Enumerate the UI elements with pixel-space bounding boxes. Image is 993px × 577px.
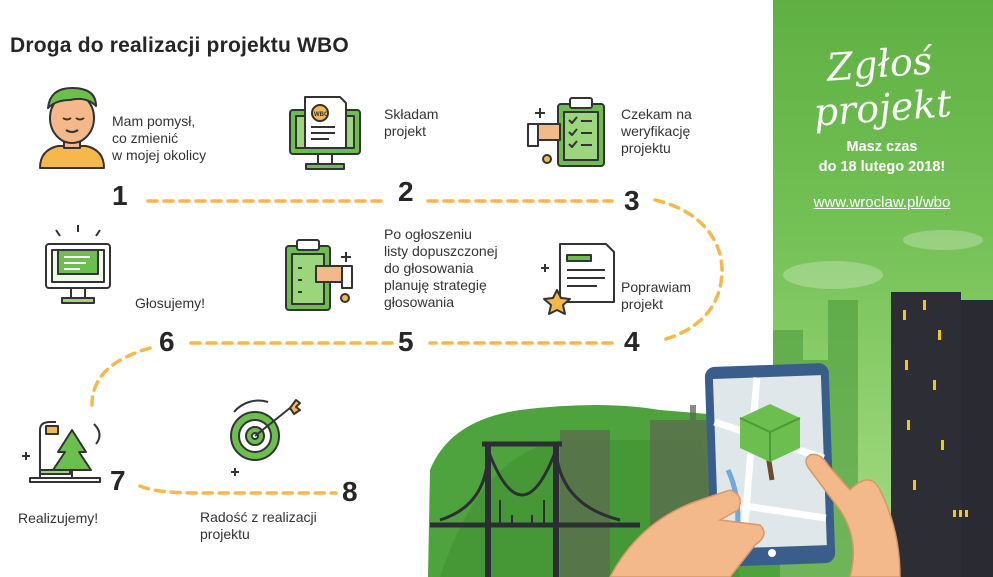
step-1-number: 1 [112,180,128,211]
step-8-number: 8 [342,476,358,507]
svg-text:WBO: WBO [314,112,329,118]
checklist-clipboard-icon [527,97,605,167]
script-title: Zgłoś projekt [812,38,953,135]
step-7-text: Realizujemy! [18,510,99,526]
step-6-text: Głosujemy! [135,295,206,311]
step-4-number: 4 [624,326,640,357]
path-7-8 [138,484,338,495]
computer-wbo-icon: WBO [289,96,361,170]
path-3-4 [653,198,724,342]
document-star-icon [541,243,615,315]
step-3-number: 3 [624,185,640,216]
step-6-number: 6 [159,326,175,357]
monitor-message-icon [45,225,111,304]
path-6-7 [90,346,152,407]
wbo-link[interactable]: www.wroclaw.pl/wbo [813,194,951,211]
target-arrow-icon [230,399,301,476]
deadline-text: Masz czas do 18 lutego 2018! [818,139,946,175]
park-bench-tree-icon [22,421,101,483]
step-2-number: 2 [398,176,414,207]
dark-tower-building [891,292,993,577]
step-7-number: 7 [110,465,126,496]
idea-person-icon [39,87,105,169]
step-5-number: 5 [398,326,414,357]
page-title: Droga do realizacji projektu WBO [10,34,349,57]
clipboard-plan-icon [285,239,353,311]
